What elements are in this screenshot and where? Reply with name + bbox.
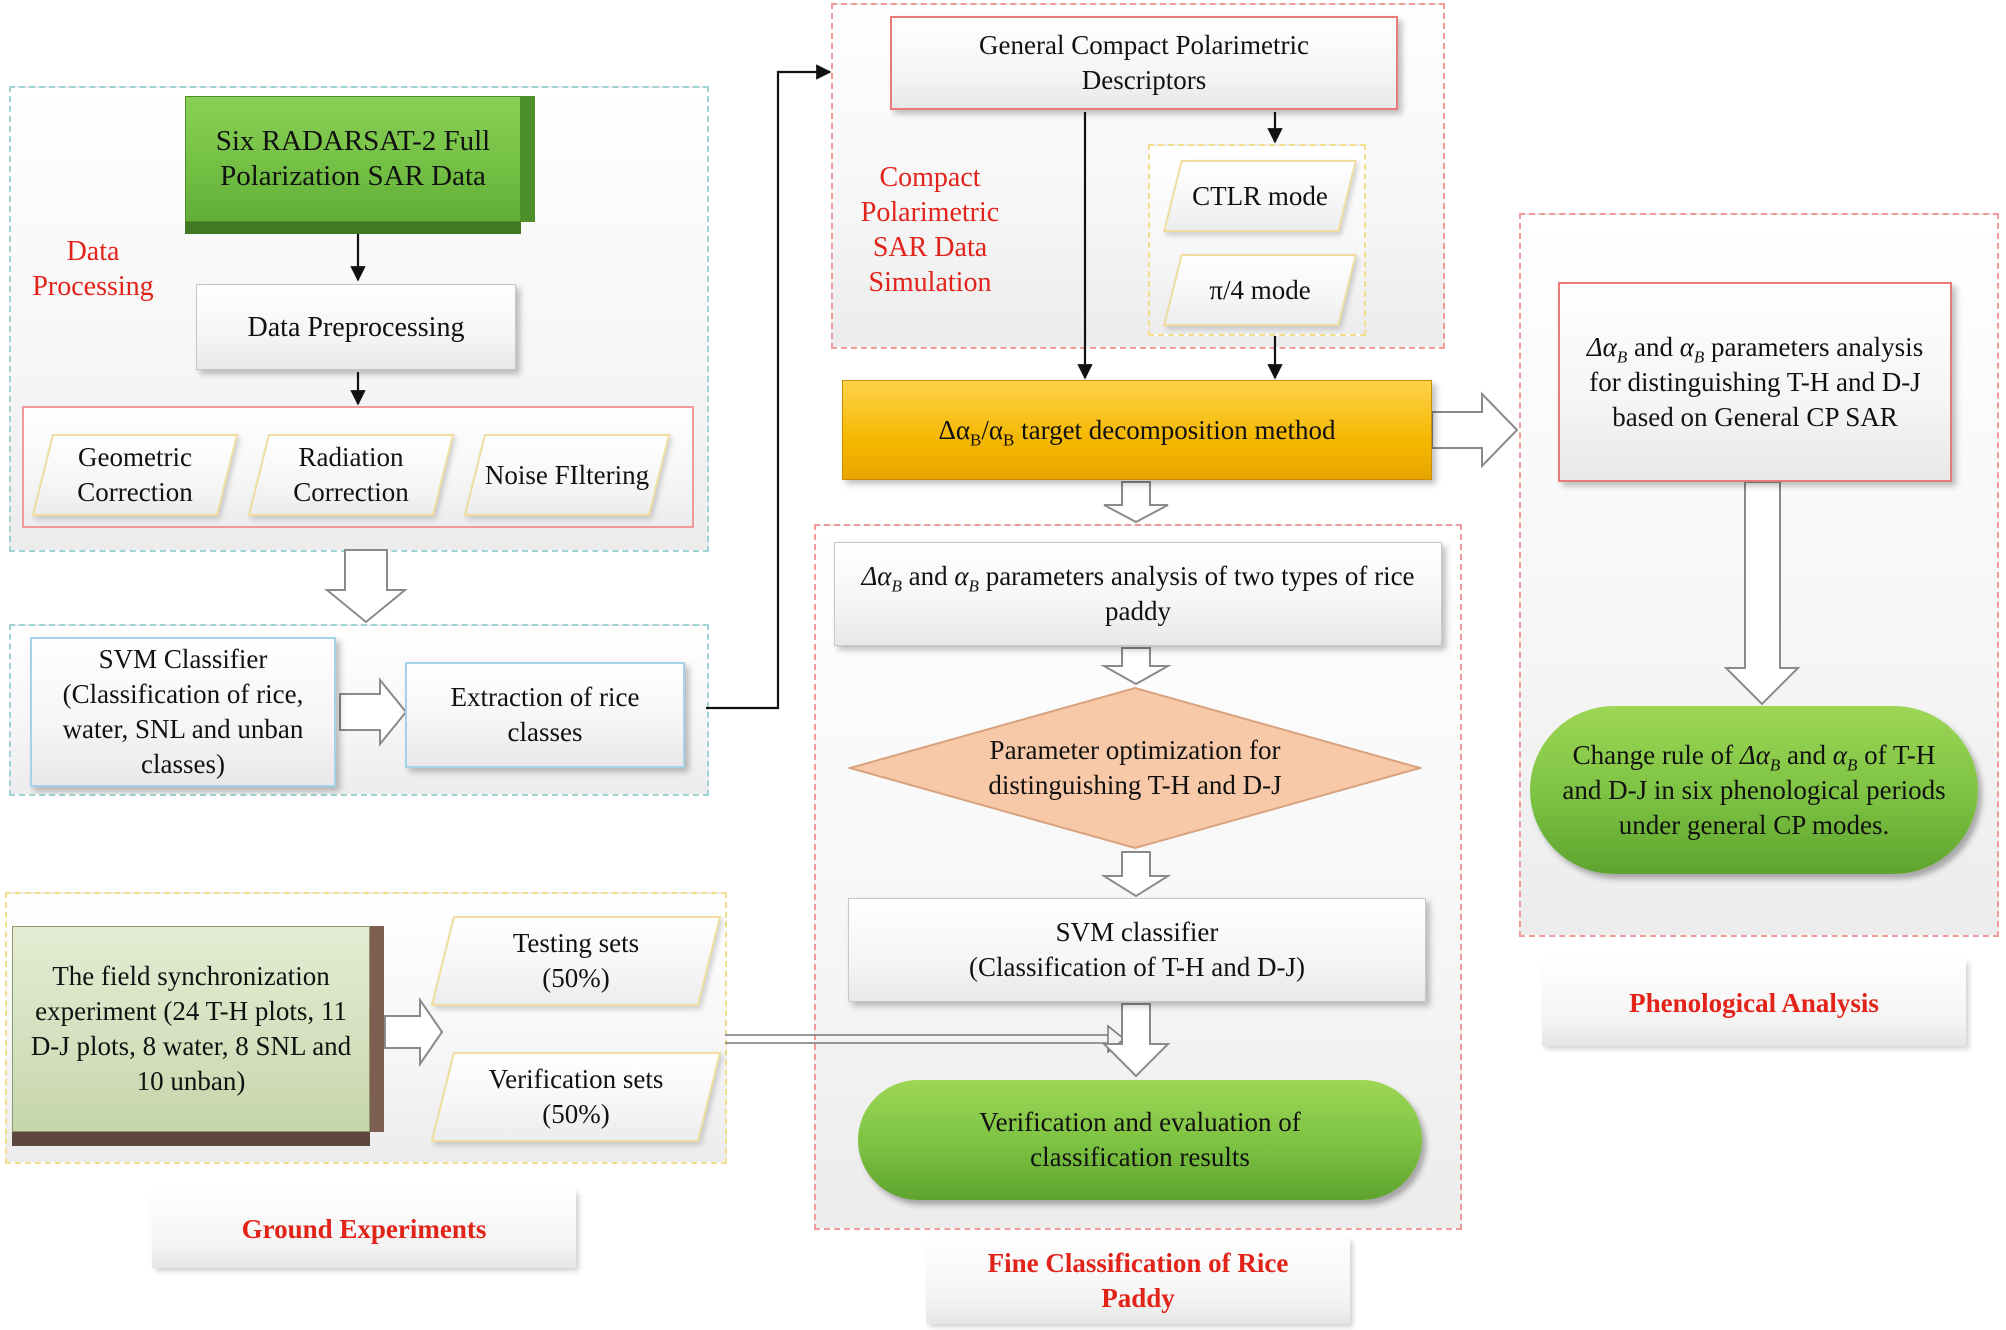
testing-sets-text: Testing sets (50%)	[512, 928, 640, 993]
noise-node: Noise FIltering	[463, 434, 671, 516]
decomp-delta-alpha: Δα	[938, 414, 970, 445]
block-arrow-decomp-rice	[1103, 481, 1169, 524]
radarsat-text: Six RADARSAT-2 Full Polarization SAR Dat…	[215, 125, 491, 192]
geometric-node: Geometric Correction	[31, 434, 239, 516]
svm-th-node: SVM classifier (Classification of T-H an…	[848, 898, 1426, 1002]
general-text: parameters analysis for distinguishing T…	[1589, 331, 1924, 432]
rice-and: and	[901, 561, 955, 591]
extraction-node: Extraction of rice classes	[405, 662, 685, 768]
block-arrow-svmth-verify	[1101, 1003, 1171, 1078]
change-rule-pre: Change rule of	[1572, 739, 1740, 770]
verification-sets-text: Verification sets (50%)	[488, 1064, 664, 1129]
general-and: and	[1627, 331, 1680, 362]
ctlr-text: CTLR mode	[1192, 180, 1328, 211]
ctlr-node: CTLR mode	[1163, 160, 1357, 232]
rice-alpha: α	[954, 561, 969, 591]
pi4-node: π/4 mode	[1163, 254, 1357, 326]
change-sub-2: B	[1846, 754, 1858, 774]
change-and: and	[1780, 739, 1833, 770]
block-arrow-field-sets	[384, 996, 444, 1068]
change-alpha: α	[1832, 739, 1847, 770]
optimization-node: Parameter optimization for distinguishin…	[848, 686, 1422, 850]
general-cp-node: General Compact Polarimetric Descriptors	[890, 16, 1398, 110]
decomp-slash: /	[981, 414, 989, 445]
block-arrow-diamond-svmth	[1100, 851, 1172, 898]
fine-classification-title: Fine Classification of Rice Paddy	[926, 1238, 1350, 1324]
general-sub-1: B	[1616, 346, 1628, 366]
decomp-sub-2: B	[1002, 429, 1015, 449]
general-alpha: α	[1679, 331, 1694, 362]
block-arrow-params-change	[1723, 481, 1801, 706]
phenological-title: Phenological Analysis	[1542, 960, 1966, 1046]
field-node: The field synchronization experiment (24…	[12, 926, 384, 1146]
rice-delta-alpha: Δα	[861, 561, 892, 591]
change-delta-alpha: Δα	[1739, 739, 1770, 770]
params-rice-node: ΔαB and αB parameters analysis of two ty…	[834, 542, 1442, 646]
pi4-text: π/4 mode	[1209, 274, 1311, 305]
optimization-text: Parameter optimization for distinguishin…	[988, 735, 1282, 800]
verification-sets-node: Verification sets (50%)	[430, 1052, 722, 1142]
radiation-text: Radiation Correction	[293, 442, 409, 507]
data-processing-label: Data Processing	[32, 236, 154, 302]
general-sub-2: B	[1693, 346, 1705, 366]
change-rule-node: Change rule of ΔαB and αB of T-H and D-J…	[1530, 706, 1978, 874]
block-arrow-rice-diamond	[1100, 647, 1172, 686]
ground-experiments-title: Ground Experiments	[152, 1190, 576, 1268]
params-general-node: ΔαB and αB parameters analysis for disti…	[1558, 282, 1952, 482]
block-arrow-svm-extraction	[339, 677, 408, 747]
decomposition-node: ΔαB/αB target decomposition method	[842, 380, 1432, 480]
noise-text: Noise FIltering	[484, 459, 650, 490]
radarsat-node: Six RADARSAT-2 Full Polarization SAR Dat…	[185, 96, 535, 234]
decomp-alpha: α	[988, 414, 1003, 445]
preprocessing-node: Data Preprocessing	[196, 284, 516, 370]
block-arrow-dp-svm	[324, 549, 408, 624]
svm-th-title: SVM classifier	[1055, 917, 1219, 947]
field-text: The field synchronization experiment (24…	[30, 961, 352, 1096]
rice-sub-1: B	[891, 576, 902, 596]
testing-sets-node: Testing sets (50%)	[430, 916, 722, 1006]
general-delta-alpha: Δα	[1586, 331, 1617, 362]
decomp-sub-1: B	[969, 429, 982, 449]
verification-eval-node: Verification and evaluation of classific…	[858, 1080, 1422, 1200]
compact-sim-label: Compact Polarimetric SAR Data Simulation	[860, 162, 1000, 298]
radiation-node: Radiation Correction	[247, 434, 455, 516]
decomp-text: target decomposition method	[1014, 414, 1336, 445]
rice-text: parameters analysis of two types of rice…	[978, 561, 1415, 626]
svm-classifier-detail: (Classification of rice, water, SNL and …	[62, 679, 304, 779]
svm-th-detail: (Classification of T-H and D-J)	[969, 952, 1305, 982]
rice-sub-2: B	[968, 576, 979, 596]
block-arrow-decomp-phen	[1431, 391, 1519, 469]
svm-classifier-title: SVM Classifier	[98, 644, 268, 674]
change-sub-1: B	[1769, 754, 1781, 774]
change-rule-post: of T-H and D-J in six phenological perio…	[1562, 739, 1946, 840]
geometric-text: Geometric Correction	[77, 442, 193, 507]
svm-classifier-node: SVM Classifier (Classification of rice, …	[30, 637, 336, 787]
arrow-extraction-generalcp	[706, 64, 832, 710]
